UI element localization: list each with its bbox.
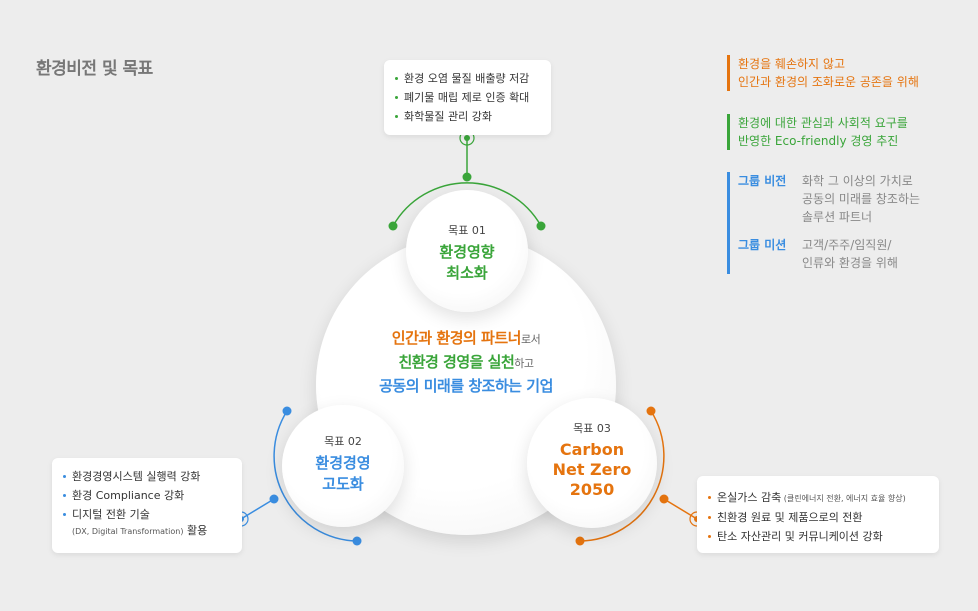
goal-03-number: 목표 03: [573, 422, 611, 435]
orange-statement-line-1: 환경을 훼손하지 않고: [738, 57, 845, 71]
goal-01-title-line-2: 최소화: [446, 264, 488, 282]
center-line-2: 친환경 경영을 실천: [398, 353, 515, 371]
vision-mission-block: 그룹 비전 화학 그 이상의 가치로 공동의 미래를 창조하는 솔루션 파트너 …: [727, 172, 920, 274]
goal-01-item-2: 폐기물 매립 제로 인증 확대: [394, 88, 551, 107]
goal-01-card: 환경 오염 물질 배출량 저감 폐기물 매립 제로 인증 확대 화학물질 관리 …: [384, 60, 551, 135]
center-line-1-suffix: 로서: [520, 333, 541, 346]
center-line-2-suffix: 하고: [514, 357, 534, 370]
goal-02-title-line-2: 고도화: [322, 475, 364, 493]
center-line-3: 공동의 미래를 창조하는 기업: [379, 377, 553, 395]
goal-03-item-1-main: 온실가스 감축: [717, 491, 782, 504]
goal-03-title-line-2: Net Zero: [552, 460, 632, 479]
center-statement: 인간과 환경의 파트너로서 친환경 경영을 실천하고 공동의 미래를 창조하는 …: [316, 327, 616, 397]
group-vision-label: 그룹 비전: [738, 174, 787, 188]
group-vision-row: 그룹 비전 화학 그 이상의 가치로 공동의 미래를 창조하는 솔루션 파트너: [738, 172, 920, 226]
group-mission-row: 그룹 미션 고객/주주/임직원/ 인류와 환경을 위해: [738, 236, 920, 272]
center-line-1: 인간과 환경의 파트너: [391, 329, 522, 347]
orange-statement: 환경을 훼손하지 않고 인간과 환경의 조화로운 공존을 위해: [727, 55, 919, 91]
goal-01-item-1: 환경 오염 물질 배출량 저감: [394, 69, 551, 88]
goal-03-item-2: 친환경 원료 및 제품으로의 전환: [707, 508, 939, 527]
group-mission-label: 그룹 미션: [738, 238, 787, 252]
group-vision-line-2: 공동의 미래를 창조하는: [802, 192, 921, 206]
page-title: 환경비전 및 목표: [36, 59, 153, 79]
goal-03-card: 온실가스 감축 (클린에너지 전환, 에너지 효율 향상) 친환경 원료 및 제…: [697, 476, 939, 553]
group-vision-line-1: 화학 그 이상의 가치로: [802, 174, 913, 188]
goal-03-circle: 목표 03 Carbon Net Zero 2050: [527, 398, 657, 528]
goal-02-item-3-suffix: 활용: [183, 524, 208, 537]
green-statement-line-2: 반영한 Eco-friendly 경영 추진: [738, 134, 899, 148]
goal-02-title-line-1: 환경경영: [315, 454, 371, 472]
goal-01-number: 목표 01: [448, 224, 486, 237]
goal-03-title-line-1: Carbon: [559, 440, 625, 459]
goal-03-item-1: 온실가스 감축 (클린에너지 전환, 에너지 효율 향상): [707, 488, 939, 508]
goal-02-card: 환경경영시스템 실행력 강화 환경 Compliance 강화 디지털 전환 기…: [52, 458, 242, 553]
goal-02-item-3: 디지털 전환 기술: [62, 505, 242, 524]
group-mission-line-1: 고객/주주/임직원/: [802, 238, 892, 252]
goal-03-item-3: 탄소 자산관리 및 커뮤니케이션 강화: [707, 527, 939, 546]
orange-statement-line-2: 인간과 환경의 조화로운 공존을 위해: [738, 75, 919, 89]
green-statement: 환경에 대한 관심과 사회적 요구를 반영한 Eco-friendly 경영 추…: [727, 114, 908, 150]
goal-03-title-line-3: 2050: [569, 480, 615, 499]
goal-02-circle: 목표 02 환경경영 고도화: [282, 405, 404, 527]
goal-02-item-1: 환경경영시스템 실행력 강화: [62, 467, 242, 486]
group-mission-line-2: 인류와 환경을 위해: [802, 256, 898, 270]
goal-02-item-3-note: (DX, Digital Transformation): [72, 527, 184, 536]
group-vision-line-3: 솔루션 파트너: [802, 210, 873, 224]
goal-02-item-2: 환경 Compliance 강화: [62, 486, 242, 505]
goal-01-circle: 목표 01 환경영향 최소화: [406, 190, 528, 312]
goal-02-number: 목표 02: [324, 435, 362, 448]
goal-01-title-line-1: 환경영향: [439, 243, 495, 261]
green-statement-line-1: 환경에 대한 관심과 사회적 요구를: [738, 116, 908, 130]
goal-01-item-3: 화학물질 관리 강화: [394, 107, 551, 126]
goal-03-item-1-note: (클린에너지 전환, 에너지 효율 향상): [781, 494, 906, 503]
